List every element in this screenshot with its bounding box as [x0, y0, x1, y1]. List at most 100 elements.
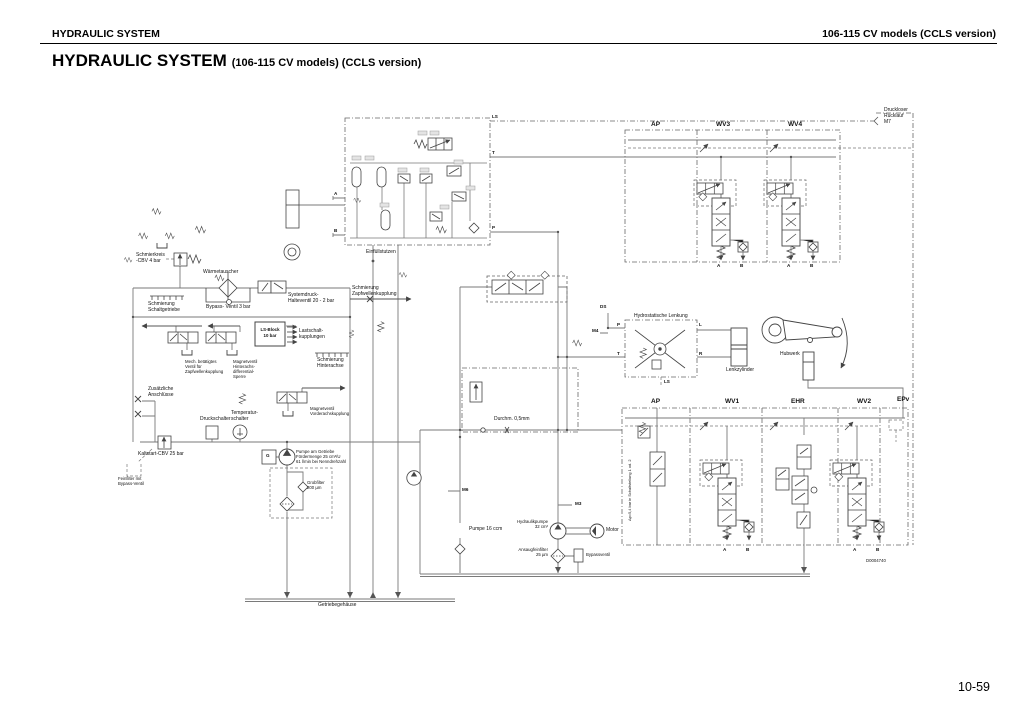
- label-hydraulic-pump: Hydraulikpumpe 32 cm³: [516, 519, 548, 530]
- lift-cylinder-symbol: [802, 351, 815, 381]
- motor-symbol: [589, 523, 605, 539]
- label-ls-block: LS-Block 10 bar: [260, 327, 280, 338]
- label-drawing-number: D0004740: [866, 558, 886, 563]
- port-b-wv3: B: [740, 263, 744, 268]
- label-powershift-clutches: Lastschalt- kupplungen: [299, 328, 325, 340]
- header-rule: [40, 43, 997, 44]
- bottom-bus-var-arrows: [699, 421, 854, 431]
- orifice-symbol: [504, 426, 510, 434]
- check-valve-symbol: [454, 543, 466, 555]
- label-diff-lock-solenoid: Magnetventil Hinterachs- differential- S…: [233, 359, 258, 380]
- title-suffix: (106-115 CV models) (CCLS version): [231, 57, 422, 69]
- ap-priority-valve: [398, 272, 666, 487]
- bypass-valve-symbol: [348, 329, 584, 563]
- pump-16ccm-symbol: [406, 470, 422, 486]
- label-pressure-switch: Druckschalter: [200, 416, 231, 422]
- label-pressureless-return: Druckloser Rücklauf M7: [884, 107, 908, 125]
- section-header-wv1: WV1: [725, 398, 740, 405]
- label-switching-position: Δp=5,4 bar in Schaltstellung 1 od. 2: [627, 459, 632, 521]
- label-lift-linkage: Hubwerk: [780, 351, 800, 357]
- steering-cylinder-symbol: [730, 327, 748, 367]
- accumulator-symbol: [376, 166, 387, 188]
- measure-point-m6: M6: [462, 487, 469, 492]
- steering-unit: [353, 197, 686, 370]
- port-l-steering: L: [699, 322, 702, 327]
- component-tags: [351, 130, 476, 210]
- label-pump-16ccm: Pumpe 16 ccm: [469, 526, 503, 532]
- lube-circuit: [123, 208, 350, 512]
- port-a-wv4: A: [787, 263, 791, 268]
- port-a-wv2: A: [853, 547, 857, 552]
- label-pto-clutch-lube: Schmierung Zapfwellenkupplung: [352, 285, 397, 297]
- port-b-pumpblock: B: [334, 228, 338, 233]
- junction-dots: [131, 155, 793, 444]
- pump-block-internals: [283, 130, 487, 261]
- port-b-wv4: B: [810, 263, 814, 268]
- dashed-lines: [126, 147, 913, 519]
- suction-fine-filter-symbol: [550, 548, 566, 564]
- lift-linkage: [761, 316, 848, 381]
- label-bypass-valve-3bar: Bypass- Ventil 3 bar: [206, 304, 251, 310]
- page-header-left: HYDRAULIC SYSTEM: [52, 28, 160, 40]
- port-a-wv1: A: [723, 547, 727, 552]
- section-header-wv2: WV2: [857, 398, 872, 405]
- extra-port-symbol: [134, 410, 142, 418]
- wv4-valve-assembly: [764, 180, 818, 260]
- label-temperature-switch: Temperatur- schalter: [231, 410, 258, 422]
- filter-box: [269, 467, 333, 519]
- ls-block-symbol: [254, 321, 286, 347]
- accumulator-symbol: [380, 209, 391, 231]
- label-orifice-diameter: Durchm. 0,5mm: [494, 416, 530, 422]
- port-ls-steering: LS: [664, 379, 670, 384]
- section-header-ap-bottom: AP: [651, 398, 661, 405]
- port-t-pumpblock: T: [492, 150, 495, 155]
- wv3-valve-assembly: [694, 180, 748, 260]
- port-b-wv2: B: [876, 547, 880, 552]
- gearbox-pump-symbol: [278, 448, 296, 466]
- label-coldstart-cbv: Kaltstart-CBV 25 bar: [138, 451, 184, 457]
- label-suction-filter: Ansaugfeinfilter 25 µm: [518, 547, 548, 558]
- port-p-steering: P: [617, 322, 621, 327]
- relief-valve-symbol: [173, 252, 188, 267]
- pump-valve-block-box: [344, 117, 491, 246]
- label-front-axle-solenoid: Magnetventil Vorderachskupplung: [310, 406, 350, 417]
- measure-point-ds: DS: [600, 304, 607, 309]
- wv1-valve-assembly: [700, 460, 754, 540]
- label-gearbox-lube: Schmierung Schaltgetriebe: [148, 301, 180, 313]
- ls-shuttle-box: [461, 367, 579, 433]
- tank-lines: [245, 573, 810, 602]
- suction-filter-symbol: [279, 496, 295, 512]
- label-coarse-filter: Grobfilter 200 µm: [307, 480, 325, 491]
- label-filler-neck: Einfüllstutzen: [366, 249, 396, 255]
- coldstart-valve-symbol: [157, 435, 172, 450]
- label-gearbox-housing: Getriebegehäuse: [318, 602, 357, 608]
- cylinder-symbol: [285, 189, 300, 229]
- label-fine-filter: Feinfilter mit Bypass-Ventil: [118, 476, 145, 487]
- port-b-wv1: B: [746, 547, 750, 552]
- page-number: 10-59: [958, 680, 990, 694]
- port-r-steering: R: [699, 351, 703, 356]
- gearbox-housing-line: [245, 598, 455, 602]
- diff-lock-valve-symbol: [164, 232, 237, 344]
- label-lube-circuit-cbv: Schmierkreis -CBV 4 bar: [136, 252, 165, 264]
- section-header-wv4: WV4: [788, 121, 803, 128]
- feinfilter-symbol: [126, 464, 142, 477]
- port-a-wv3: A: [717, 263, 721, 268]
- label-system-pressure-valve: Systemdruck- Halteventil 20 - 2 bar: [288, 292, 335, 304]
- title-main: HYDRAULIC SYSTEM: [52, 51, 227, 70]
- measure-point-m4: M4: [592, 328, 599, 333]
- section-header-epv: EPv: [897, 396, 910, 403]
- bottom-pumps: [348, 329, 605, 564]
- label-hydrostatic-steering: Hydrostatische Lenkung: [634, 313, 688, 319]
- label-motor: Motor: [606, 527, 619, 533]
- page-title: HYDRAULIC SYSTEM (106-115 CV models) (CC…: [52, 51, 421, 71]
- bottom-right-valve-box: [621, 407, 909, 546]
- label-rear-axle-lube: Schmierung Hinterachse: [317, 357, 344, 369]
- front-axle-valve-symbol: [214, 274, 308, 404]
- section-header-wv3: WV3: [716, 121, 731, 128]
- measure-point-m3: M3: [575, 501, 582, 506]
- extra-port-symbol: [134, 395, 142, 403]
- label-bypass-valve: Bypassventil: [586, 552, 611, 557]
- motion-arrow: [840, 317, 848, 369]
